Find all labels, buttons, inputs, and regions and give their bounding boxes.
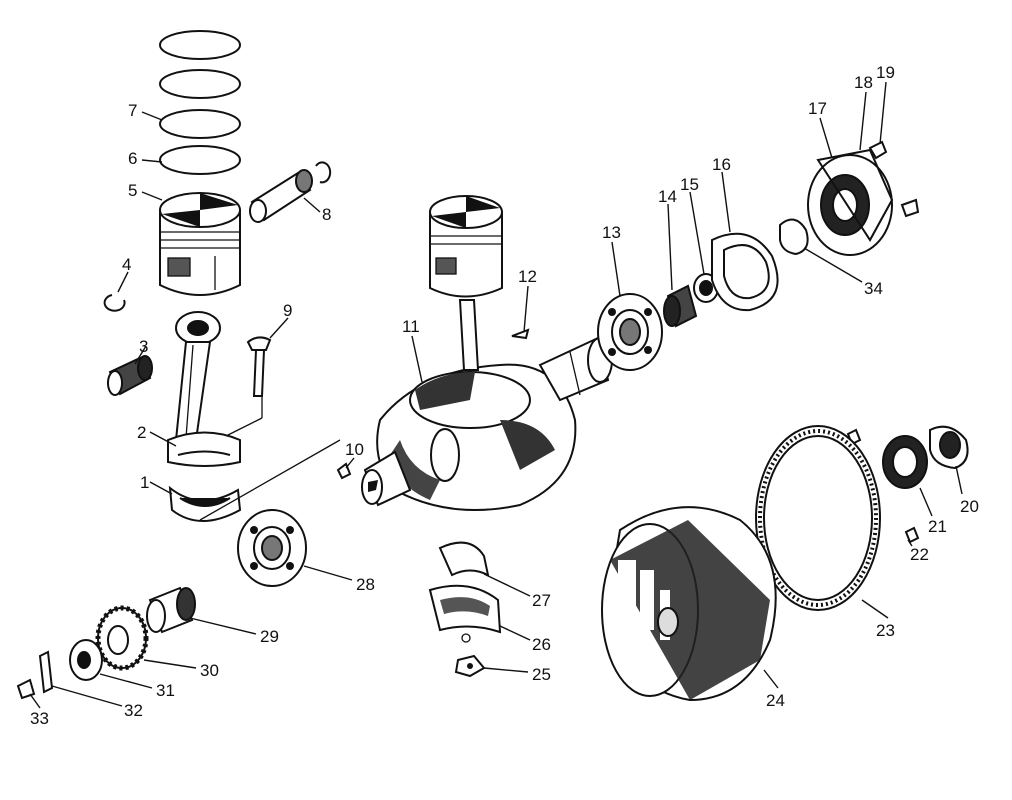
- small-end-bush: [107, 355, 153, 396]
- callout-15: 15: [680, 175, 699, 194]
- callout-22: 22: [910, 545, 929, 564]
- bush-29: [146, 586, 196, 634]
- crankshaft: [361, 336, 613, 511]
- piston-pin: [249, 169, 313, 223]
- callout-29: 29: [260, 627, 279, 646]
- gear-30: [95, 605, 149, 671]
- connecting-rod: [167, 311, 241, 467]
- bolt-33: [16, 678, 36, 700]
- bearing-cover-17: [807, 148, 894, 256]
- callout-7: 7: [128, 101, 137, 120]
- callout-14: 14: [658, 187, 677, 206]
- callout-34: 34: [864, 279, 883, 298]
- bearing-28: [237, 509, 307, 587]
- callout-20: 20: [960, 497, 979, 516]
- piston-rings: [159, 30, 241, 175]
- roller-bearing-14: [663, 284, 698, 328]
- bearing-cap-26: [428, 584, 502, 643]
- callout-8: 8: [322, 205, 331, 224]
- callout-24: 24: [766, 691, 785, 710]
- washer-21: [882, 435, 928, 489]
- circlip-4: [103, 294, 126, 312]
- flywheel-24: [601, 506, 777, 702]
- assembly-line: [199, 439, 341, 521]
- callout-26: 26: [532, 635, 551, 654]
- callout-18: 18: [854, 73, 873, 92]
- callout-23: 23: [876, 621, 895, 640]
- callout-5: 5: [128, 181, 137, 200]
- callout-16: 16: [712, 155, 731, 174]
- piston-assembly: [429, 195, 503, 371]
- nut-20: [929, 425, 969, 470]
- callout-11: 11: [402, 317, 420, 336]
- callout-21: 21: [928, 517, 947, 536]
- ring-gear-23: [755, 425, 881, 611]
- main-bearing-13: [597, 293, 663, 371]
- big-end-cap: [168, 485, 242, 522]
- callout-33: 33: [30, 709, 49, 728]
- callout-13: 13: [602, 223, 621, 242]
- callout-19: 19: [876, 63, 895, 82]
- callout-3: 3: [139, 337, 148, 356]
- rod-bolt: [225, 336, 272, 437]
- cover-bolts: [868, 140, 920, 218]
- callout-32: 32: [124, 701, 143, 720]
- callout-31: 31: [156, 681, 175, 700]
- callout-2: 2: [137, 423, 146, 442]
- bearing-shell-27: [438, 541, 490, 577]
- lock-plate-32: [38, 650, 54, 694]
- disc-31: [69, 639, 103, 681]
- callout-1: 1: [140, 473, 149, 492]
- callout-30: 30: [200, 661, 219, 680]
- gasket-16: [711, 232, 779, 312]
- circlip-8: [315, 161, 332, 184]
- callout-25: 25: [532, 665, 551, 684]
- callout-labels: 1 2 3 4 5 6 7 8 9 10 11 12 13 14 15 16 1…: [30, 63, 979, 728]
- lock-tab-12: [511, 328, 530, 340]
- callout-6: 6: [128, 149, 137, 168]
- callout-10: 10: [345, 440, 364, 459]
- callout-17: 17: [808, 99, 827, 118]
- callout-12: 12: [518, 267, 537, 286]
- callout-9: 9: [283, 301, 292, 320]
- pin-22: [904, 526, 920, 544]
- callout-28: 28: [356, 575, 375, 594]
- ring-34: [779, 218, 809, 256]
- parts-layer: [16, 30, 969, 702]
- callout-4: 4: [122, 255, 131, 274]
- nut-25: [454, 654, 486, 678]
- callout-27: 27: [532, 591, 551, 610]
- leader-lines: [29, 81, 963, 709]
- piston-left: [159, 192, 241, 296]
